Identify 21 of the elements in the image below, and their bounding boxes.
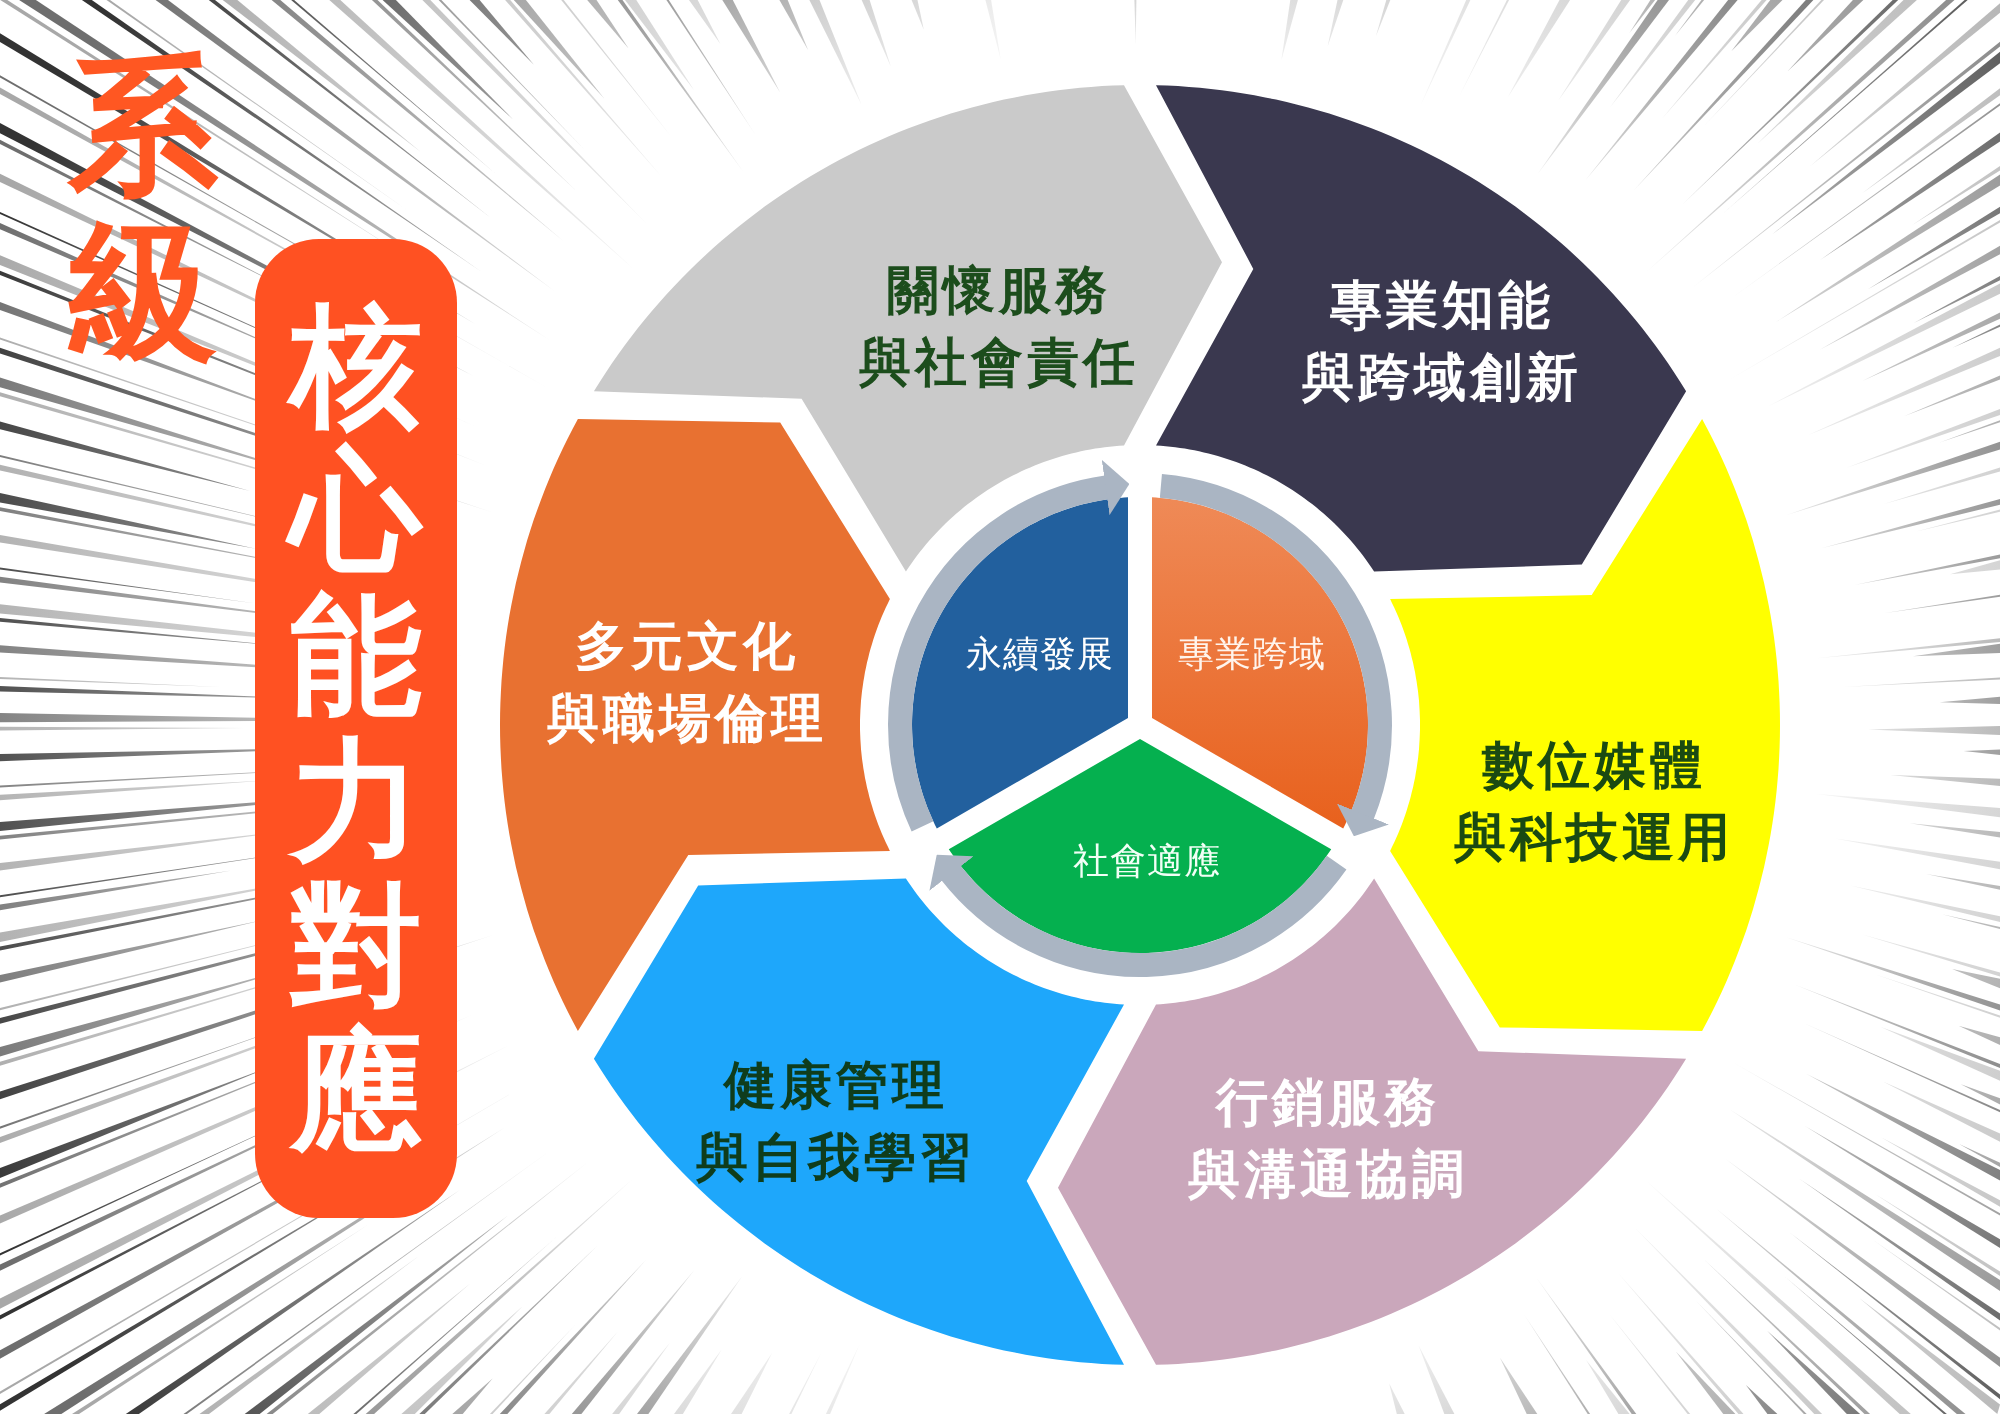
segment-label: 健康管理與自我學習 xyxy=(695,1054,976,1189)
chevron-segment xyxy=(500,418,890,1032)
sector-label: 永續發展 xyxy=(964,632,1114,676)
sector-label: 專業跨域 xyxy=(1176,632,1326,676)
title-banner xyxy=(255,239,457,1218)
pie-sector xyxy=(912,497,1128,829)
segment-label: 關懷服務與社會責任 xyxy=(858,259,1139,394)
chevron-segment xyxy=(1057,878,1687,1365)
chevron-segment xyxy=(593,878,1125,1365)
chevron-segment xyxy=(1390,418,1780,1032)
chevron-segment xyxy=(1155,85,1687,572)
chevron-segment xyxy=(593,85,1223,572)
segment-label: 多元文化與職場倫理 xyxy=(546,615,827,750)
segment-label: 數位媒體與科技運用 xyxy=(1453,734,1734,869)
segment-label: 專業知能與跨域創新 xyxy=(1301,274,1582,409)
pie-sector xyxy=(1152,497,1368,829)
sector-label: 社會適應 xyxy=(1071,839,1221,883)
banner-text: 核心能力對應 xyxy=(278,286,434,1171)
pie-sector xyxy=(948,738,1332,953)
segment-label: 行銷服務與溝通協調 xyxy=(1187,1071,1468,1206)
cycle-arrow xyxy=(888,460,1130,831)
